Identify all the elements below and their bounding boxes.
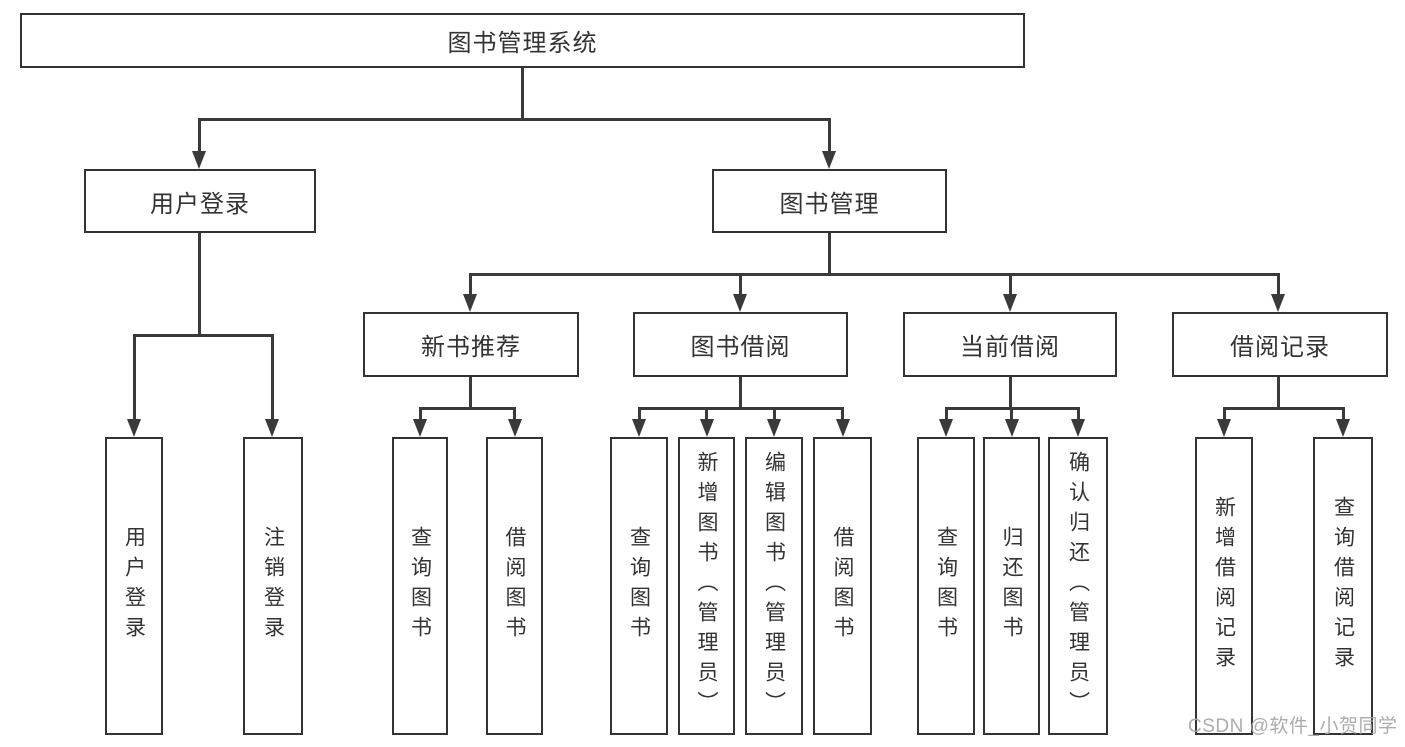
- connector-user-login-stem: [197, 233, 201, 337]
- connector-level2-bus: [197, 117, 831, 121]
- connector-drop: [1341, 407, 1345, 423]
- node-borrow-records-label: 借阅记录: [1230, 334, 1330, 361]
- node-leaf-edit-books-admin-label: 编辑图书（管理员）: [762, 451, 786, 721]
- node-leaf-add-borrow-record-label: 新增借阅记录: [1212, 496, 1236, 676]
- node-leaf-add-borrow-record: 新增借阅记录: [1195, 437, 1253, 735]
- arrow-down-icon: [1217, 419, 1231, 437]
- node-leaf-return-books: 归还图书: [983, 437, 1040, 735]
- connector-borrow-records-bus: [1222, 407, 1344, 410]
- arrow-down-icon: [463, 294, 477, 312]
- node-book-borrow: 图书借阅: [633, 312, 848, 377]
- connector-book-borrow-bus: [637, 407, 844, 410]
- watermark: CSDN @软件_小贺同学: [1188, 716, 1398, 737]
- connector-drop-leaf-logout: [270, 334, 274, 424]
- node-leaf-confirm-return-admin: 确认归还（管理员）: [1048, 437, 1108, 735]
- node-leaf-query-books-borrow-label: 查询图书: [627, 526, 651, 646]
- node-leaf-borrow-books-label: 借阅图书: [831, 526, 854, 646]
- node-leaf-user-login-label: 用户登录: [122, 526, 146, 646]
- arrow-down-icon: [632, 419, 646, 437]
- connector-user-login-bus: [132, 334, 274, 337]
- arrow-down-icon: [835, 419, 850, 437]
- connector-drop: [1076, 407, 1080, 423]
- node-leaf-confirm-return-admin-label: 确认归还（管理员）: [1066, 451, 1090, 721]
- node-leaf-query-books-current-label: 查询图书: [934, 526, 958, 646]
- node-new-book-recommend: 新书推荐: [363, 312, 579, 377]
- arrow-down-icon: [939, 419, 953, 437]
- node-user-login: 用户登录: [84, 169, 316, 233]
- node-leaf-borrow-books-recommend-label: 借阅图书: [503, 526, 526, 646]
- node-book-management: 图书管理: [712, 169, 947, 233]
- node-leaf-add-books-admin-label: 新增图书（管理员）: [695, 451, 718, 721]
- node-leaf-logout-label: 注销登录: [261, 526, 285, 646]
- arrow-down-icon: [413, 419, 427, 437]
- node-borrow-records: 借阅记录: [1172, 312, 1388, 377]
- connector-drop: [637, 407, 641, 423]
- node-book-borrow-label: 图书借阅: [690, 334, 791, 361]
- connector-drop: [418, 407, 422, 423]
- connector-book-borrow-stem: [739, 377, 742, 410]
- node-current-borrow: 当前借阅: [903, 312, 1117, 377]
- connector-book-management-stem: [827, 233, 831, 276]
- connector-borrow-records-stem: [1276, 377, 1280, 410]
- connector-root-stem: [520, 68, 524, 120]
- connector-drop: [705, 407, 708, 423]
- connector-drop-book-management: [827, 117, 831, 155]
- arrow-down-icon: [1071, 419, 1085, 437]
- node-leaf-return-books-label: 归还图书: [1000, 526, 1023, 646]
- node-leaf-query-books-current: 查询图书: [917, 437, 975, 735]
- node-leaf-query-books-recommend: 查询图书: [392, 437, 448, 735]
- arrow-down-icon: [127, 419, 141, 437]
- node-leaf-borrow-books: 借阅图书: [813, 437, 872, 735]
- node-user-login-label: 用户登录: [150, 190, 250, 218]
- node-leaf-edit-books-admin: 编辑图书（管理员）: [745, 437, 803, 735]
- arrow-down-icon: [767, 419, 781, 437]
- connector-drop: [1010, 407, 1013, 423]
- connector-drop-leaf-user-login: [132, 334, 136, 424]
- node-root: 图书管理系统: [20, 13, 1025, 68]
- connector-drop: [772, 407, 776, 423]
- node-leaf-add-books-admin: 新增图书（管理员）: [678, 437, 735, 735]
- connector-drop: [841, 407, 844, 423]
- connector-drop: [1222, 407, 1226, 423]
- connector-drop: [513, 407, 516, 423]
- arrow-down-icon: [265, 419, 279, 437]
- arrow-down-icon: [1003, 294, 1017, 312]
- arrow-down-icon: [1004, 419, 1019, 437]
- connector-drop-book-borrow: [738, 273, 742, 299]
- node-new-book-recommend-label: 新书推荐: [421, 334, 521, 361]
- connector-current-borrow-stem: [1009, 377, 1012, 410]
- arrow-down-icon: [192, 151, 206, 169]
- node-leaf-user-login: 用户登录: [105, 437, 163, 735]
- node-leaf-query-books-recommend-label: 查询图书: [408, 526, 432, 646]
- arrow-down-icon: [1336, 419, 1350, 437]
- arrow-down-icon: [699, 419, 714, 437]
- arrow-down-icon: [507, 419, 522, 437]
- connector-drop-new-book-recommend: [468, 273, 472, 299]
- arrow-down-icon: [822, 151, 836, 169]
- arrow-down-icon: [1271, 294, 1285, 312]
- node-current-borrow-label: 当前借阅: [960, 334, 1060, 361]
- connector-new-book-recommend-stem: [468, 377, 472, 410]
- node-leaf-query-books-borrow: 查询图书: [610, 437, 668, 735]
- connector-drop: [944, 407, 948, 423]
- node-leaf-query-borrow-record-label: 查询借阅记录: [1331, 496, 1355, 676]
- connector-level3-bus: [468, 273, 1280, 276]
- connector-drop-borrow-records: [1276, 273, 1280, 299]
- connector-new-book-recommend-bus: [418, 407, 516, 410]
- connector-drop-user-login: [197, 117, 201, 155]
- arrow-down-icon: [733, 294, 747, 312]
- node-leaf-query-borrow-record: 查询借阅记录: [1313, 437, 1373, 735]
- node-leaf-logout: 注销登录: [243, 437, 303, 735]
- node-root-label: 图书管理系统: [447, 30, 598, 57]
- connector-drop-current-borrow: [1008, 273, 1012, 299]
- node-leaf-borrow-books-recommend: 借阅图书: [486, 437, 543, 735]
- node-book-management-label: 图书管理: [779, 190, 880, 218]
